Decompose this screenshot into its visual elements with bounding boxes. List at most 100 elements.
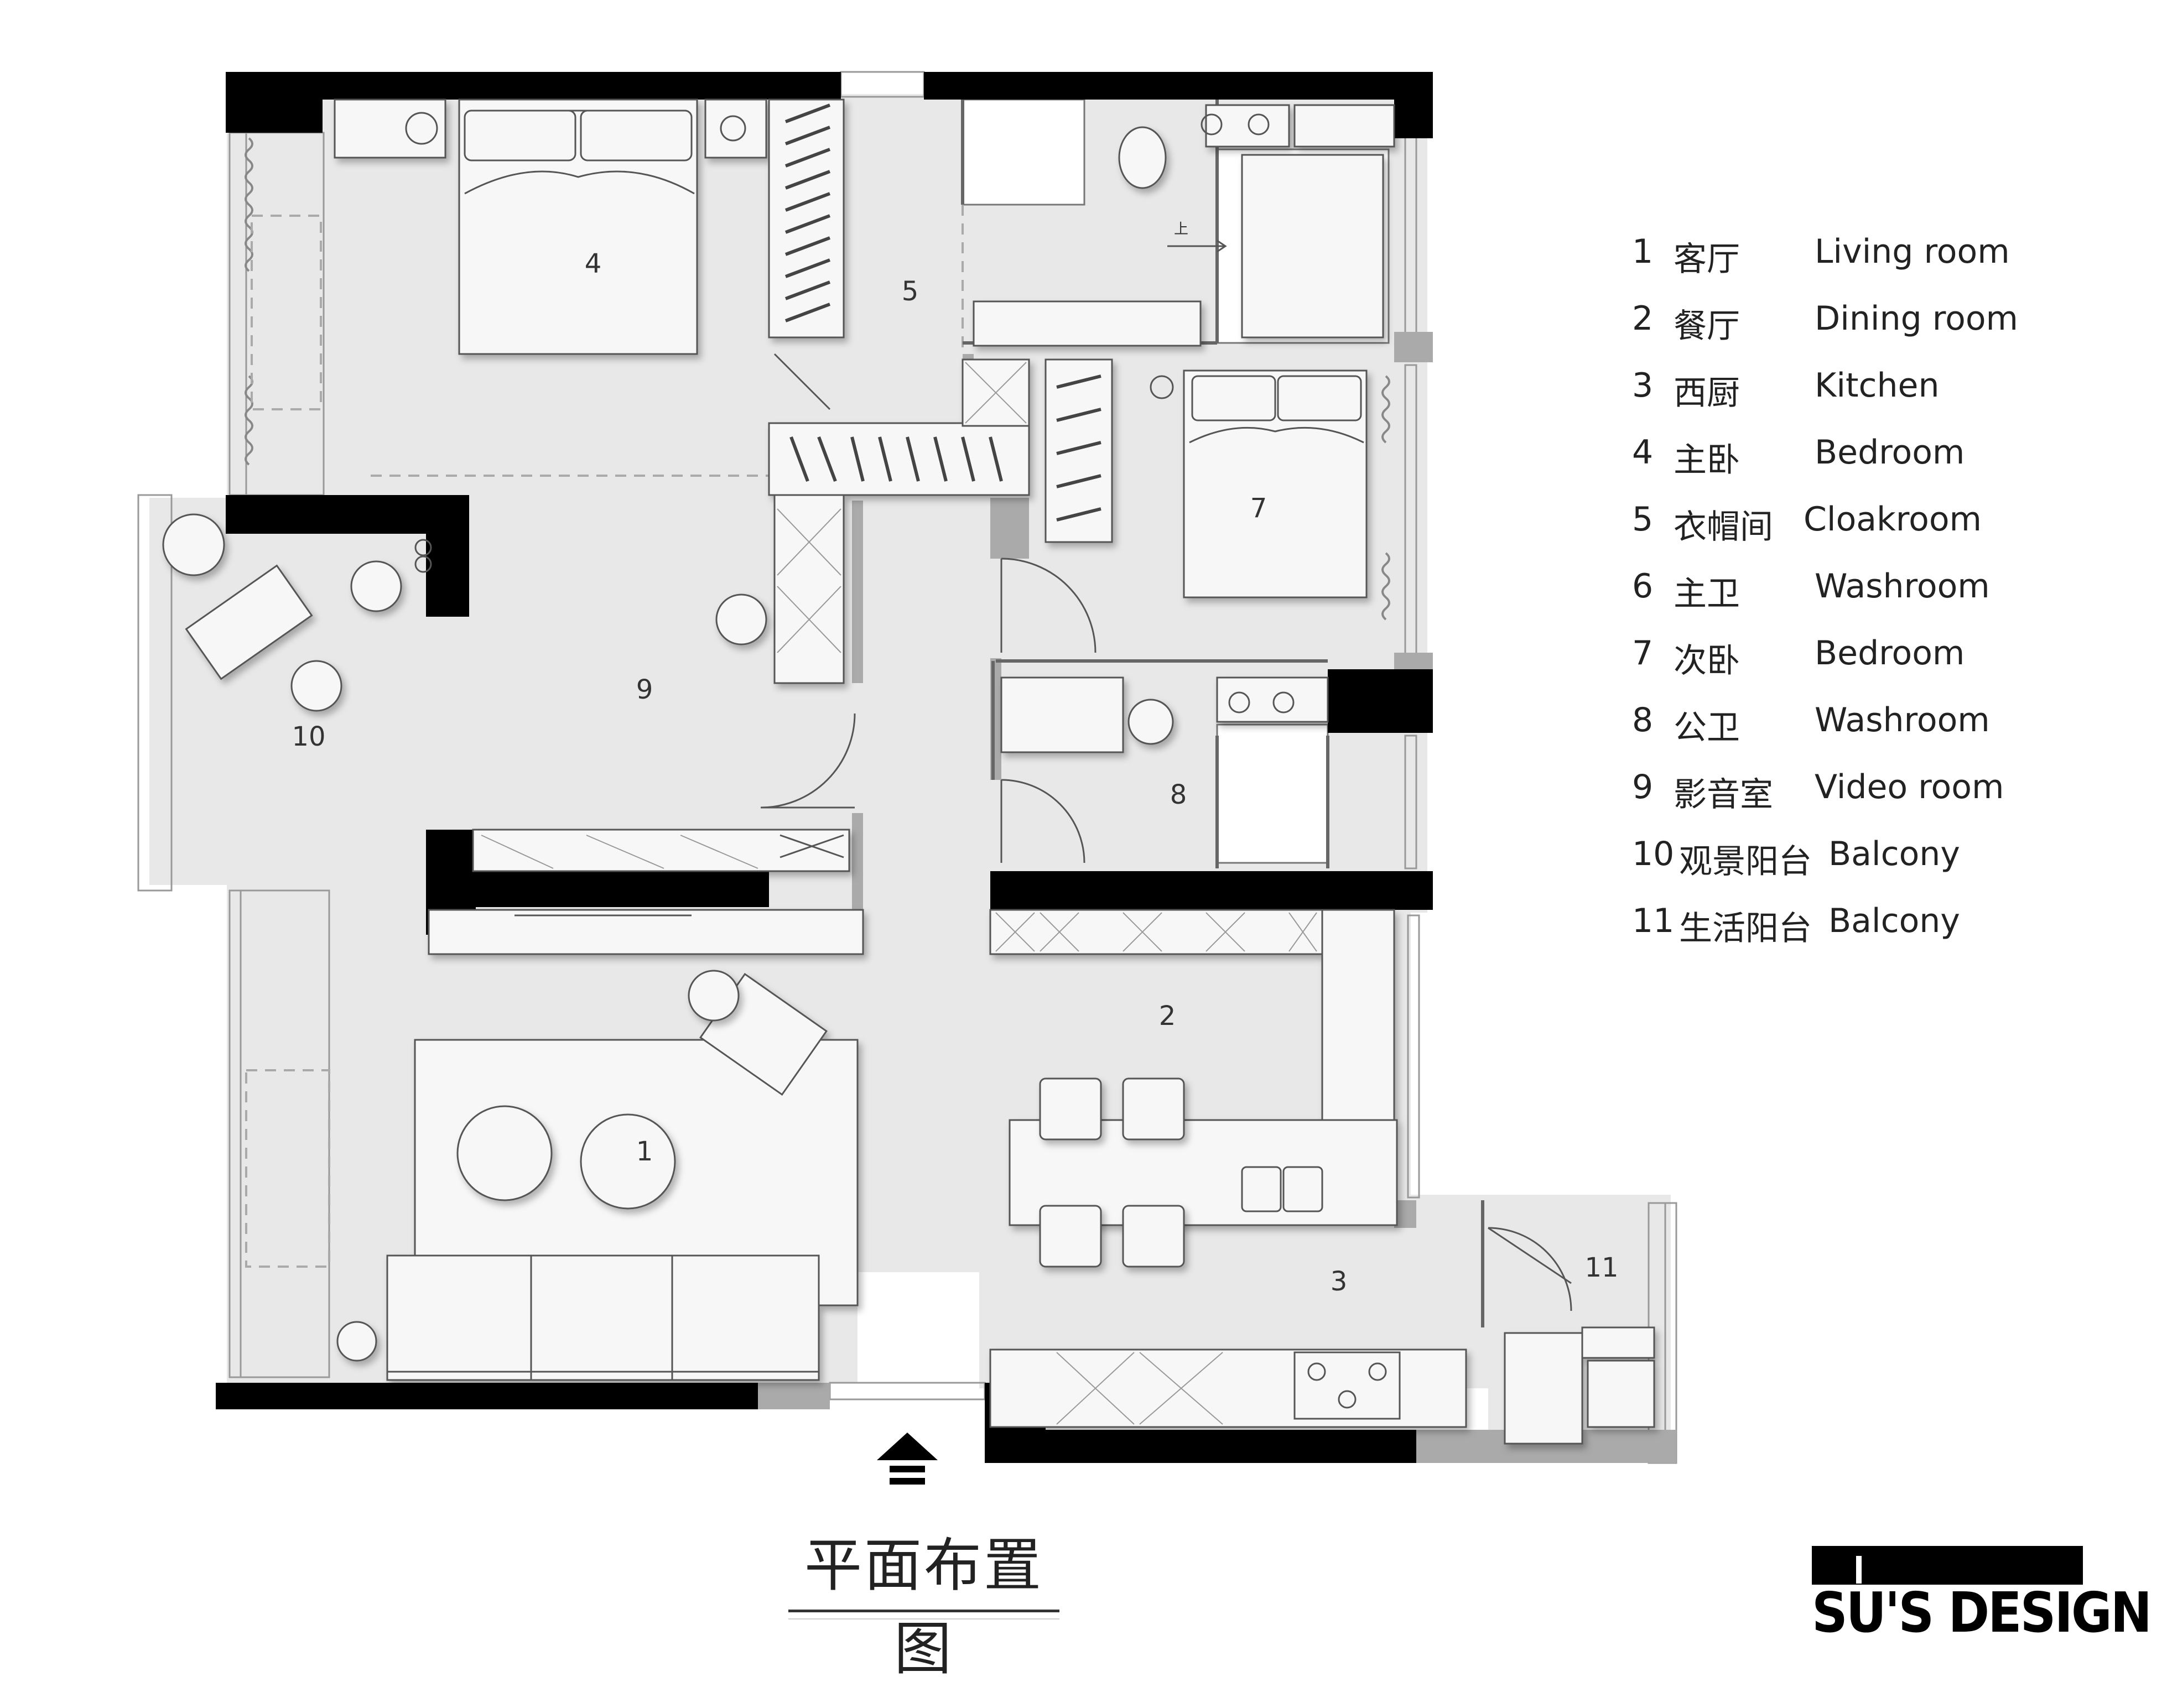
legend-num: 10 [1632,835,1675,873]
legend-zh: 影音室 [1674,775,1773,814]
dining-cabinet [989,909,1323,955]
washroom-sink-counter [1205,104,1290,148]
master-bed [458,98,698,355]
entry-arrow-icon [877,1433,938,1485]
vanity [973,300,1202,347]
legend-en: Balcony [1828,902,1960,940]
coffee-table-2 [580,1113,676,1210]
legend-num: 11 [1632,902,1675,940]
room-num-2: 2 [1159,1001,1176,1032]
legend-zh: 餐厅 [1674,307,1740,346]
legend-en: Bedroom [1815,634,1965,673]
stair-label: 上 [1174,221,1188,238]
legend-zh: 主卫 [1674,575,1740,613]
tall-cabinet [773,494,845,684]
cloak-wardrobe [768,98,845,339]
details [387,110,1401,1420]
room-num-8: 8 [1170,779,1187,810]
room-numbers: 1 2 3 4 5 7 8 9 10 11 上 [292,221,1618,1298]
furniture [185,98,1655,1445]
curtains [245,137,1390,621]
balcony-table [290,660,342,712]
legend-en: Bedroom [1815,433,1965,472]
washer [1504,1332,1583,1445]
room-num-4: 4 [585,248,602,279]
legend-row: 3 西厨 Kitchen [1632,366,2130,433]
legend-en: Kitchen [1815,366,1940,405]
legend-en: Balcony [1828,835,1960,873]
plant-1 [350,560,402,612]
legend-en: Dining room [1815,299,2018,338]
logo-bar [1812,1546,2083,1585]
legend-zh: 次卧 [1674,642,1740,680]
legend-num: 5 [1632,500,1654,539]
room-num-10: 10 [292,721,325,752]
room-num-11: 11 [1584,1252,1618,1283]
logo-text: SU'S DESIGN [1812,1580,2152,1645]
legend-row: 5 衣帽间 Cloakroom [1632,500,2130,567]
room-num-7: 7 [1250,493,1267,524]
logo-tick [1856,1556,1862,1584]
bedroom-wardrobe [1044,358,1113,543]
room-legend: 1 客厅 Living room 2 餐厅 Dining room 3 西厨 Kitchen… [1632,232,2130,968]
double-basin [1216,676,1329,723]
legend-num: 9 [1632,768,1654,806]
legend-row: 7 次卧 Bedroom [1632,634,2130,701]
washroom-cabinet [1293,104,1395,148]
round-stool [715,593,767,645]
master-nightstand-right [704,98,767,159]
dashed-lines [245,205,964,1268]
hangers [784,103,1101,522]
laundry-sink [1587,1360,1655,1428]
legend-zh: 客厅 [1674,240,1740,279]
title-underline-secondary [788,1618,1059,1620]
room-num-1: 1 [636,1136,653,1167]
legend-en: Video room [1815,768,2004,806]
room-num-5: 5 [902,276,919,307]
room-num-9: 9 [636,674,653,705]
cloak-rack [768,422,1030,496]
side-table [688,970,740,1022]
legend-num: 1 [1632,232,1654,271]
bathtub [1241,154,1384,339]
legend-en: Washroom [1815,567,1990,606]
media-shelf [472,829,850,872]
master-nightstand-left [334,98,446,159]
legend-zh: 生活阳台 [1679,909,1812,948]
sofa [386,1254,820,1381]
legend-en: Cloakroom [1804,500,1982,539]
legend-en: Living room [1815,232,2010,271]
legend-zh: 公卫 [1674,709,1740,747]
door-swings [760,353,1572,1311]
cabinet-crosses [481,362,1317,1425]
legend-row: 9 影音室 Video room [1632,768,2130,835]
legend-num: 8 [1632,701,1654,740]
legend-num: 2 [1632,299,1654,338]
legend-zh: 衣帽间 [1674,508,1773,546]
legend-row: 1 客厅 Living room [1632,232,2130,299]
toilet-public [1127,699,1174,745]
legend-num: 7 [1632,634,1654,673]
legend-zh: 观景阳台 [1679,842,1812,881]
kitchen-counter [989,1348,1467,1428]
legend-num: 3 [1632,366,1654,405]
public-sink [1000,676,1124,753]
legend-zh: 西厨 [1674,374,1740,413]
plant-2 [162,513,225,576]
dining-chairs [1039,1077,1185,1268]
tv-console [428,909,864,955]
legend-row: 2 餐厅 Dining room [1632,299,2130,366]
laundry-shelf [1581,1326,1655,1359]
lounge-chair [185,564,313,680]
legend-en: Washroom [1815,701,1990,740]
coffee-table-1 [456,1105,553,1201]
room-num-3: 3 [1331,1266,1348,1297]
legend-zh: 主卧 [1674,441,1740,480]
toilet-master [1118,126,1167,189]
legend-row: 8 公卫 Washroom [1632,701,2130,768]
legend-num: 6 [1632,567,1654,606]
